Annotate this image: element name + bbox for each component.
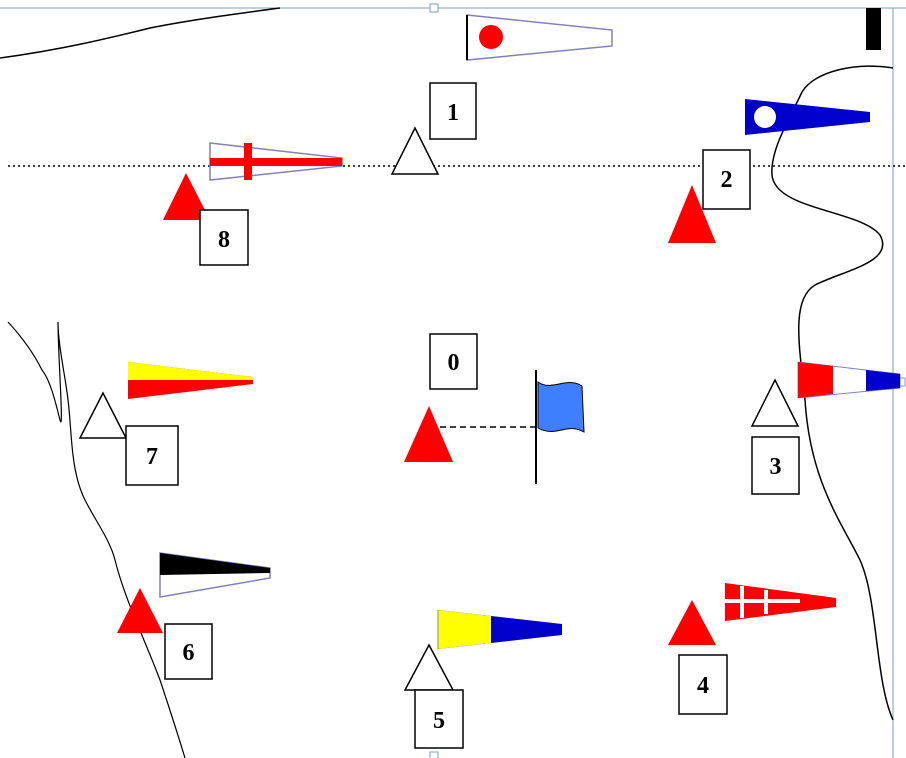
pennant-1 [466,14,613,61]
svg-text:2: 2 [721,167,733,193]
white-buoy-icon [750,378,800,427]
mark-label-8: 8 [199,209,249,266]
svg-text:4: 4 [697,673,709,699]
mark-label-5: 5 [414,689,464,749]
red-buoy-icon [404,406,453,462]
red-disc-icon [479,25,503,49]
mark-label-0: 0 [429,333,478,390]
pennant-7 [128,362,253,399]
svg-text:6: 6 [183,640,195,666]
svg-text:0: 0 [448,350,460,376]
resize-handle-top[interactable] [429,3,439,13]
pennant-2 [745,99,870,135]
pennant-3 [797,361,901,399]
red-buoy-icon [668,185,716,243]
mark-label-4: 4 [678,654,728,715]
coastline-top-left [0,7,281,59]
svg-text:3: 3 [770,454,782,480]
mark-label-6: 6 [164,623,213,680]
mark-label-1: 1 [429,82,477,140]
white-buoy-icon [403,643,455,691]
svg-text:1: 1 [447,100,459,126]
mark-label-3: 3 [751,436,800,495]
svg-text:5: 5 [433,708,445,734]
red-buoy-icon [117,588,163,633]
pennant-6 [159,552,271,598]
pennant-4 [725,583,836,621]
red-buoy-icon [163,173,210,220]
white-buoy-icon [390,126,440,175]
svg-text:8: 8 [218,227,230,253]
white-disc-icon [754,106,776,128]
mark-label-2: 2 [702,149,751,210]
coastline-left [7,321,186,758]
white-buoy-icon [78,391,128,439]
committee-flag-icon [535,370,585,484]
pennant-5 [437,610,562,649]
black-bar-marker [866,8,881,50]
mark-label-7: 7 [125,425,179,486]
resize-handle-bottom[interactable] [429,751,439,758]
pennant-8 [209,142,343,181]
svg-text:7: 7 [146,444,158,470]
red-buoy-icon [668,600,716,645]
